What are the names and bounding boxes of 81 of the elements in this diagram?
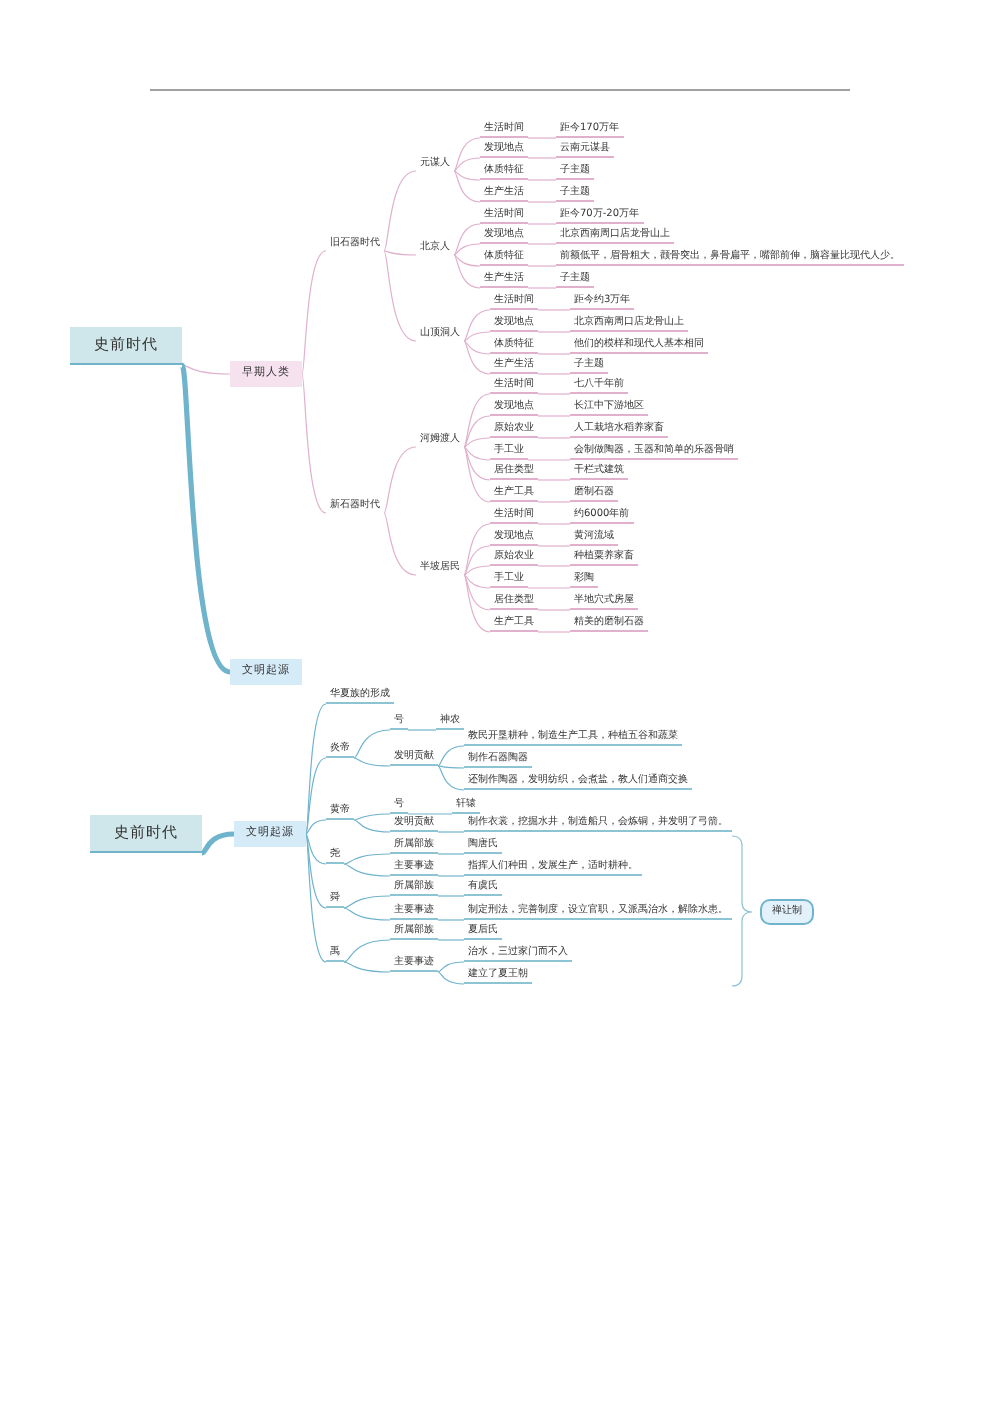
connector [353,819,391,833]
connector [383,250,417,256]
connector [343,907,391,921]
connector [463,574,491,611]
connector [463,437,491,448]
connector [537,331,571,333]
connector [537,545,571,547]
connector [437,971,465,985]
connector [537,565,571,567]
connector [437,831,465,833]
connector [383,250,417,342]
connector [527,287,557,289]
connector [353,757,391,767]
connector [537,523,571,525]
connector [537,609,571,611]
connector [537,437,571,439]
connector [463,309,491,342]
connector [453,137,481,172]
connector [407,813,453,815]
connector [527,243,557,245]
connector [437,939,465,941]
connector [437,961,465,973]
connector [437,853,465,855]
connector [343,863,391,877]
connector [537,393,571,395]
connector [200,831,235,856]
connector [463,545,491,576]
connector [463,565,491,576]
connector [453,157,481,172]
connector [527,137,557,139]
connector [343,961,391,973]
connector [305,819,327,835]
connector [527,179,557,181]
connector [527,223,557,225]
connector [305,833,327,865]
connector [527,157,557,159]
connector [383,512,417,576]
connector [527,201,557,203]
connector [383,446,417,514]
connector [181,364,231,375]
connector [463,340,491,355]
connector [463,446,491,461]
connector [463,393,491,448]
connector [537,353,571,355]
connector [453,254,481,267]
connector [383,170,417,252]
connector [407,729,437,731]
connector [463,523,491,576]
connector [527,459,571,461]
connector [437,875,465,877]
connector [343,895,391,909]
connector [353,729,391,759]
connector [463,340,491,375]
connector [353,813,391,821]
connector [463,446,491,481]
connector [537,309,571,311]
connector [537,501,571,503]
connector [437,895,465,897]
connector [453,170,481,203]
connector [453,243,481,256]
connector [537,373,571,375]
connector [463,574,491,633]
connector [453,254,481,289]
connector [453,223,481,256]
connector [527,587,571,589]
connector [437,919,465,921]
connector [343,853,391,865]
connector [527,265,557,267]
connector [463,331,491,342]
connector [343,939,391,963]
connector [463,446,491,503]
connector [537,631,571,633]
connector [463,574,491,589]
connector [463,415,491,448]
connector [437,745,465,767]
connector [179,364,232,675]
connector [437,765,465,791]
connector [537,479,571,481]
connector [453,170,481,181]
connector [537,415,571,417]
connector [437,765,465,769]
